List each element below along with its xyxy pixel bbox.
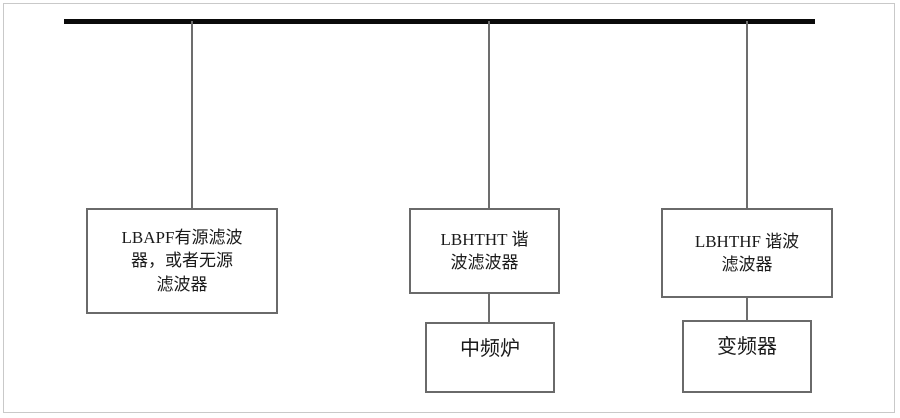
main-busbar [64,19,815,24]
node-lbhtht-filter[interactable]: LBHTHT 谐 波滤波器 [409,208,560,294]
node-frequency-converter[interactable]: 变频器 [682,320,812,393]
connector-busbar-to-lbhthf-filter [746,21,748,209]
connector-lbhthf-filter-to-converter [746,298,748,321]
node-medium-frequency-furnace[interactable]: 中频炉 [425,322,555,393]
node-frequency-converter-label: 变频器 [717,336,777,358]
node-medium-frequency-furnace-label: 中频炉 [460,338,520,360]
connector-lbhtht-filter-to-furnace [488,294,490,323]
connector-busbar-to-apf-filter [191,21,193,209]
node-lbhtht-filter-label: LBHTHT 谐 波滤波器 [440,229,529,272]
node-apf-filter[interactable]: LBAPF有源滤波 器，或者无源 滤波器 [86,208,278,314]
node-lbhthf-filter-label: LBHTHF 谐波 滤波器 [694,231,800,274]
node-lbhthf-filter[interactable]: LBHTHF 谐波 滤波器 [661,208,833,298]
connector-busbar-to-lbhtht-filter [488,21,490,209]
node-apf-filter-label: LBAPF有源滤波 器，或者无源 滤波器 [121,227,243,294]
